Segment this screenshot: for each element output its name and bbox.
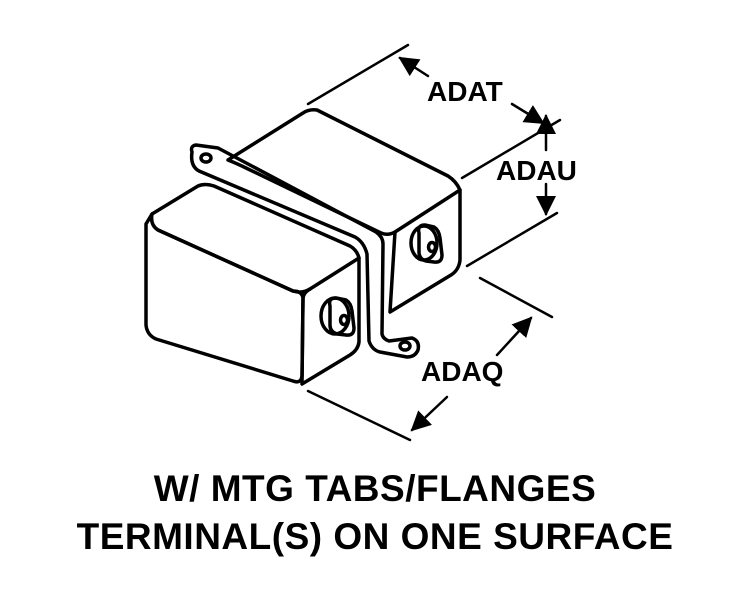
dimension-label-length: ADAT xyxy=(427,76,503,107)
extension-line-height-bottom xyxy=(465,211,559,268)
extension-line-width-top xyxy=(478,276,554,319)
dimension-label-height: ADAU xyxy=(496,155,577,186)
dimension-label-width: ADAQ xyxy=(421,356,503,387)
dimension-arrow-length-start xyxy=(398,56,430,78)
mounting-hole-bottom-icon xyxy=(398,340,412,352)
extension-line-width-bottom xyxy=(306,389,412,442)
front-box-top-face xyxy=(149,182,361,294)
dimension-arrow-width-top xyxy=(495,316,533,357)
back-box-end-face xyxy=(388,188,462,314)
mounting-hole-top-icon xyxy=(199,152,213,164)
front-box-end-face xyxy=(300,256,361,386)
extension-line-length-left xyxy=(306,43,410,106)
mounting-flange xyxy=(189,143,421,359)
caption-line-1: W/ MTG TABS/FLANGES xyxy=(153,468,597,509)
front-box-front-face xyxy=(144,212,305,384)
caption-line-2: TERMINAL(S) ON ONE SURFACE xyxy=(76,516,674,557)
dimension-arrow-width-bottom xyxy=(410,395,449,432)
dimension-arrow-length-end xyxy=(510,102,545,125)
terminal-front-icon xyxy=(319,296,356,337)
terminal-back-icon xyxy=(409,223,444,264)
